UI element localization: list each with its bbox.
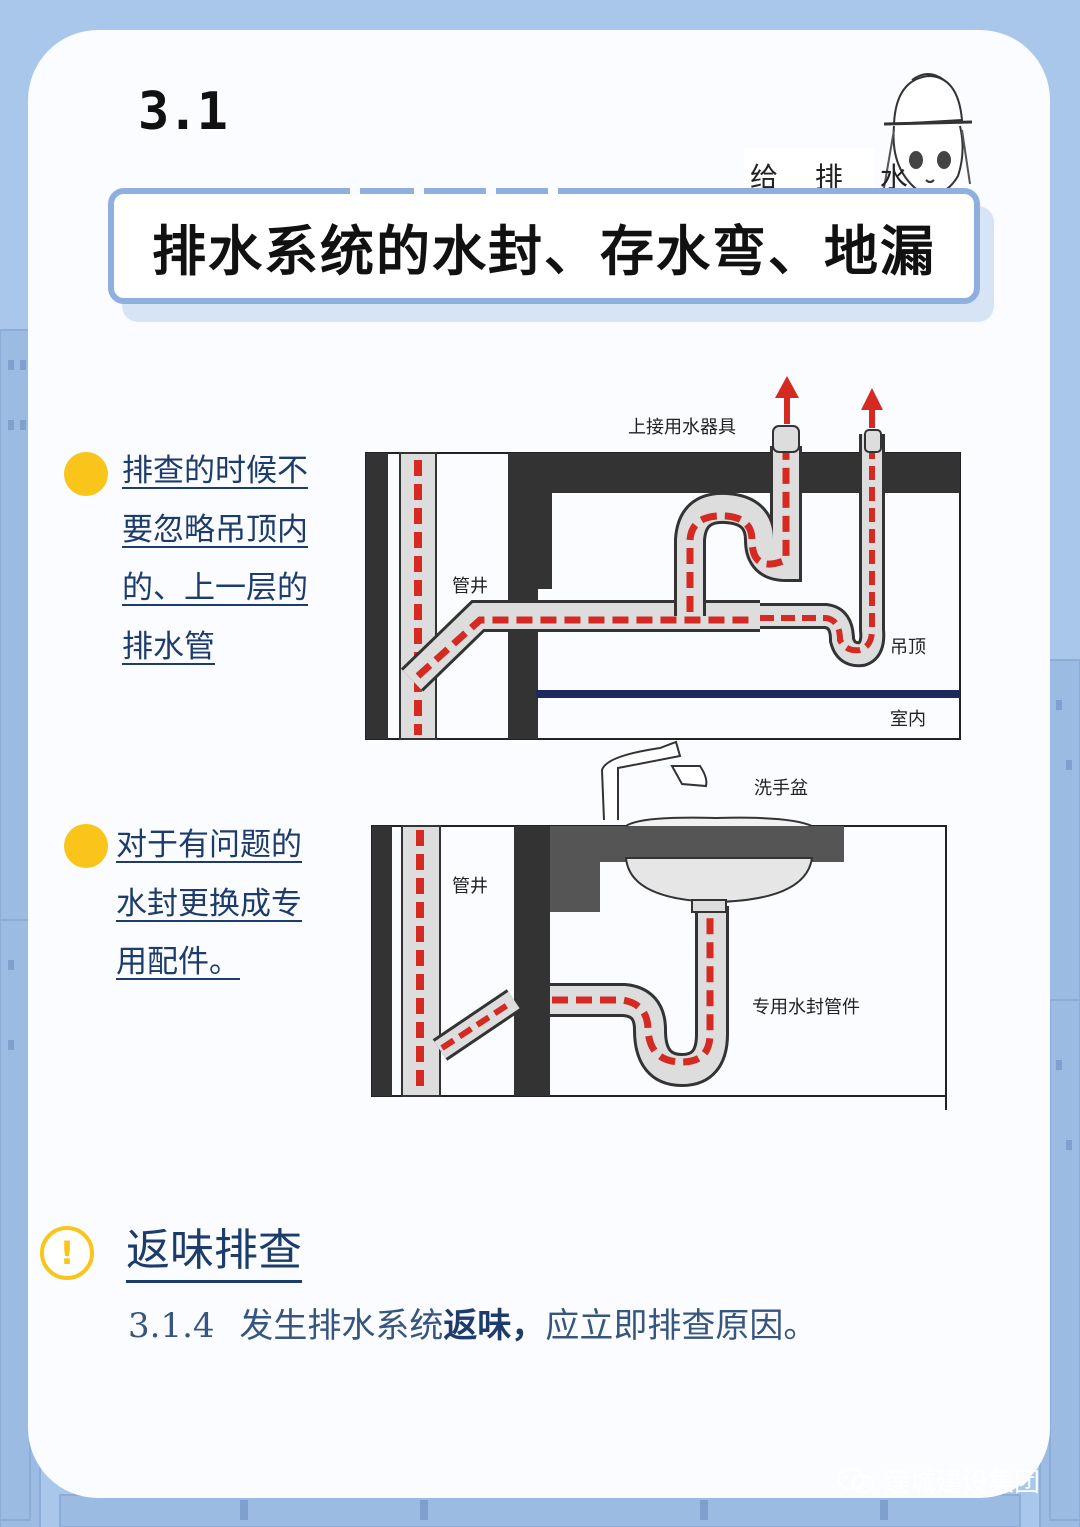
- label-shaft-bottom: 管井: [452, 876, 488, 897]
- page-title: 排水系统的水封、存水弯、地漏: [152, 219, 936, 283]
- section-number: 3.1: [138, 82, 228, 142]
- footer-brand-name: 莲城建设集团: [884, 1468, 1041, 1498]
- label-indoor: 室内: [890, 709, 926, 730]
- ceiling-line: [536, 690, 960, 698]
- bullet-dot-1: [64, 452, 108, 496]
- label-trap: 专用水封管件: [752, 997, 860, 1018]
- title-banner: 排水系统的水封、存水弯、地漏: [108, 186, 980, 304]
- shaft-wall-left: [366, 453, 388, 739]
- warning-icon: !: [40, 1226, 94, 1280]
- clause-number: 3.1.4: [128, 1306, 215, 1346]
- bullet-dot-2: [64, 824, 108, 868]
- clause-text-before: 发生排水系统: [239, 1306, 444, 1346]
- wash-basin: [624, 857, 814, 904]
- clause-text-bold: 返味，: [443, 1306, 546, 1346]
- notice-title: 返味排查: [126, 1214, 302, 1283]
- diagram-top: 上接用水器具 管井 吊顶 室内: [365, 376, 961, 740]
- counter-top: [550, 826, 844, 862]
- content-card: 3.1 给 排 水 排水系统的水封、存水弯、地漏: [28, 30, 1050, 1498]
- label-shaft-top: 管井: [452, 576, 488, 597]
- floor-slab: [508, 453, 960, 493]
- bullet-text-1: 排查的时候不 要忽略吊顶内 的、上一层的 排水管: [122, 453, 308, 665]
- label-basin: 洗手盆: [754, 778, 808, 799]
- notice-clause: 3.1.4 发生排水系统返味，应立即排查原因。: [128, 1298, 817, 1347]
- label-fixture: 上接用水器具: [628, 417, 736, 438]
- label-ceiling: 吊顶: [890, 637, 926, 658]
- engineer-mascot-icon: [744, 73, 973, 195]
- footer-brand: 莲城建设集团: [836, 1462, 1040, 1499]
- faucet-icon: [600, 740, 682, 821]
- clause-text-after: 应立即排查原因。: [545, 1306, 818, 1346]
- shaft-wall-right: [508, 453, 538, 739]
- diagram-bottom: 洗手盆 管井 专用水封管件: [371, 740, 947, 1110]
- bullet-text-2: 对于有问题的 水封更换成专 用配件。: [116, 827, 302, 980]
- wechat-icon: [837, 1467, 875, 1493]
